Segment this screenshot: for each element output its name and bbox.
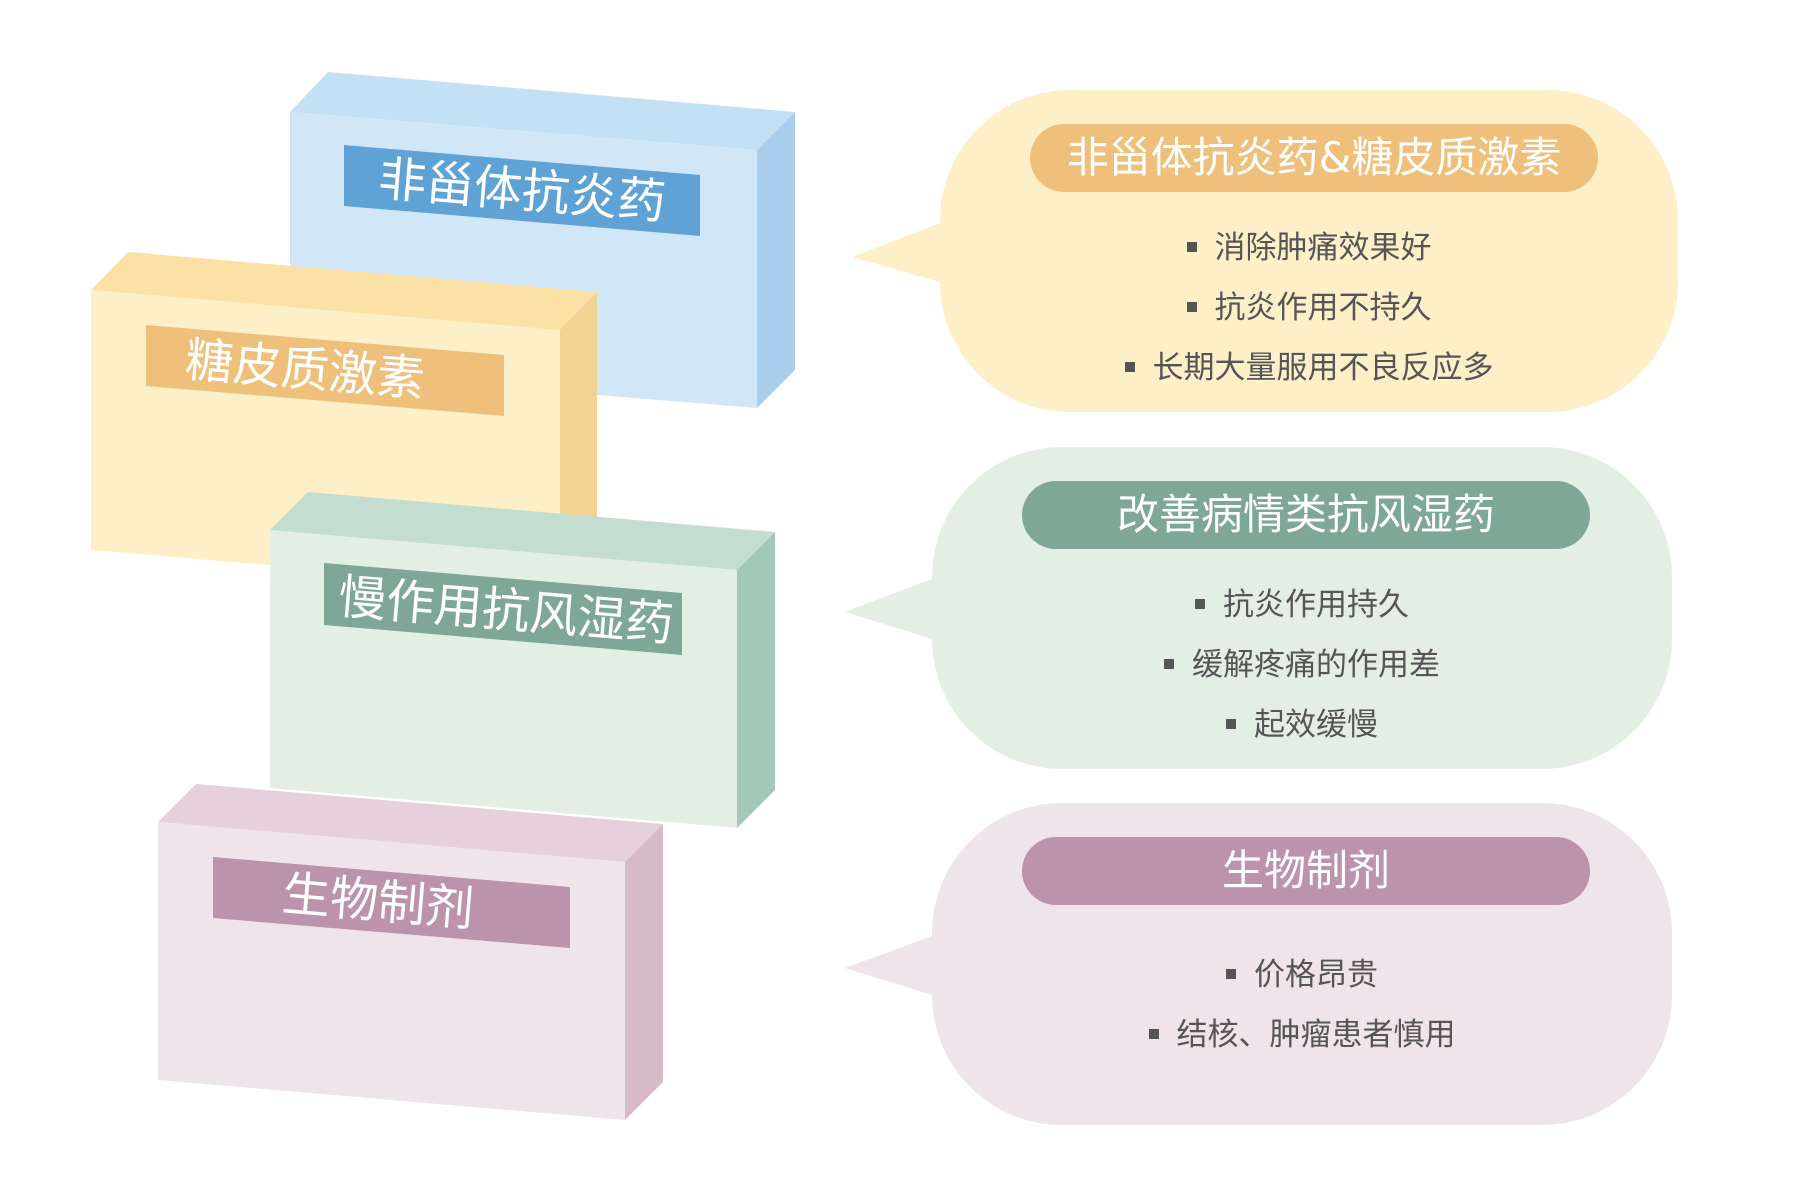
- box-biologic-top: [158, 784, 663, 862]
- box-steroid-label-band: [146, 325, 504, 416]
- list-item-text: 结核、肿瘤患者慎用: [1176, 1017, 1456, 1053]
- box-nsaid-side: [757, 112, 795, 408]
- bullet-icon: [1186, 301, 1197, 312]
- list-item: 抗炎作用持久: [932, 575, 1672, 635]
- callout-2-tail: [845, 579, 932, 639]
- callout-nsaid-steroid-title: 非甾体抗炎药&糖皮质激素: [1030, 124, 1598, 192]
- bullet-icon: [1186, 241, 1197, 252]
- bullet-icon: [1226, 718, 1236, 729]
- callout-biologic-list: 价格昂贵 结核、肿瘤患者慎用: [932, 945, 1672, 1065]
- box-nsaid-top: [290, 72, 795, 150]
- list-item: 消除肿痛效果好: [940, 218, 1678, 278]
- list-item-text: 抗炎作用不持久: [1214, 290, 1432, 326]
- bullet-icon: [1164, 658, 1174, 669]
- list-item: 缓解疼痛的作用差: [932, 635, 1672, 695]
- list-item: 长期大量服用不良反应多: [940, 338, 1678, 398]
- list-item: 起效缓慢: [932, 695, 1672, 755]
- box-dmard: 慢作用抗风湿药: [270, 492, 775, 828]
- box-steroid-top: [91, 252, 597, 330]
- box-biologic: 生物制剂: [158, 784, 663, 1120]
- list-item: 抗炎作用不持久: [940, 278, 1678, 338]
- list-item: 价格昂贵: [932, 945, 1672, 1005]
- list-item-text: 起效缓慢: [1254, 707, 1378, 743]
- callout-nsaid-steroid-list: 消除肿痛效果好 抗炎作用不持久 长期大量服用不良反应多: [940, 218, 1678, 398]
- box-dmard-side: [737, 532, 775, 828]
- callout-biologic-title: 生物制剂: [1022, 837, 1590, 905]
- callout-1-tail: [852, 223, 940, 282]
- bullet-icon: [1124, 361, 1135, 372]
- callout-biologic: 生物制剂 价格昂贵 结核、肿瘤患者慎用: [932, 803, 1672, 1125]
- callout-dmard-list: 抗炎作用持久 缓解疼痛的作用差 起效缓慢: [932, 575, 1672, 755]
- callout-3-tail: [845, 936, 932, 995]
- box-nsaid-label-band: [344, 145, 700, 236]
- list-item-text: 消除肿痛效果好: [1214, 230, 1432, 266]
- bullet-icon: [1195, 598, 1205, 609]
- callout-dmard: 改善病情类抗风湿药 抗炎作用持久 缓解疼痛的作用差 起效缓慢: [932, 447, 1672, 769]
- box-dmard-top: [270, 492, 775, 570]
- bullet-icon: [1226, 968, 1236, 979]
- callout-nsaid-steroid: 非甾体抗炎药&糖皮质激素 消除肿痛效果好 抗炎作用不持久 长期大量服用不良反应多: [940, 90, 1678, 412]
- bullet-icon: [1148, 1028, 1159, 1039]
- list-item: 结核、肿瘤患者慎用: [932, 1005, 1672, 1065]
- callout-dmard-title: 改善病情类抗风湿药: [1022, 481, 1590, 549]
- list-item-text: 缓解疼痛的作用差: [1192, 647, 1440, 683]
- box-biologic-label-band: [213, 857, 570, 948]
- list-item-text: 价格昂贵: [1254, 957, 1378, 993]
- box-biologic-side: [625, 824, 663, 1120]
- box-dmard-label-band: [324, 563, 682, 655]
- list-item-text: 长期大量服用不良反应多: [1152, 350, 1494, 386]
- list-item-text: 抗炎作用持久: [1223, 587, 1409, 623]
